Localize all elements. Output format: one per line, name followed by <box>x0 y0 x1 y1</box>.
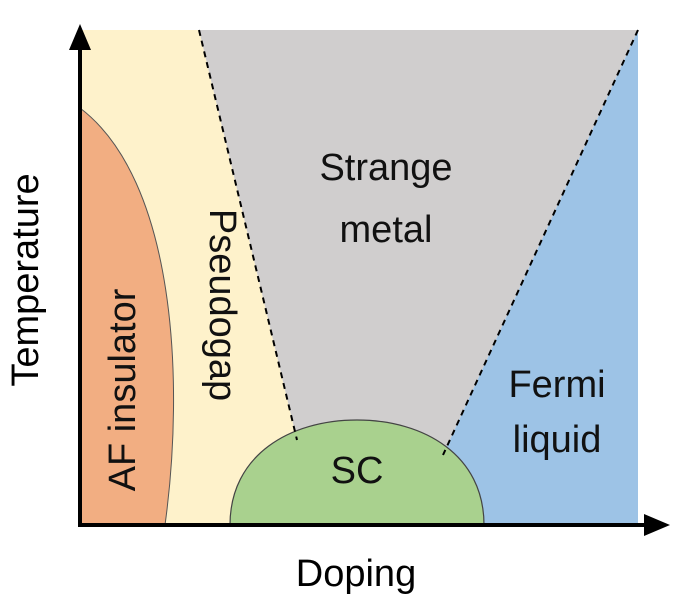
x-axis-arrowhead <box>644 514 670 536</box>
sc-dome <box>229 419 485 526</box>
strange-metal-region <box>199 30 638 455</box>
af-insulator-region <box>79 106 175 526</box>
x-axis-label: Doping <box>296 553 416 595</box>
fermi-liquid-region <box>443 30 638 525</box>
af-insulator-label: AF insulator <box>102 288 144 491</box>
y-axis-label: Temperature <box>5 173 47 386</box>
fermi-liquid-boundary-line <box>442 29 639 456</box>
y-axis-arrowhead <box>69 24 91 50</box>
strange-metal-label-line1: Strange <box>319 147 452 189</box>
fermi-liquid-label-line1: Fermi <box>508 364 605 406</box>
sc-label: SC <box>331 450 384 492</box>
pseudogap-boundary-line <box>198 29 298 441</box>
fermi-liquid-label-line2: liquid <box>513 419 602 461</box>
pseudogap-label: Pseudogap <box>201 209 243 401</box>
strange-metal-label-line2: metal <box>340 209 433 251</box>
